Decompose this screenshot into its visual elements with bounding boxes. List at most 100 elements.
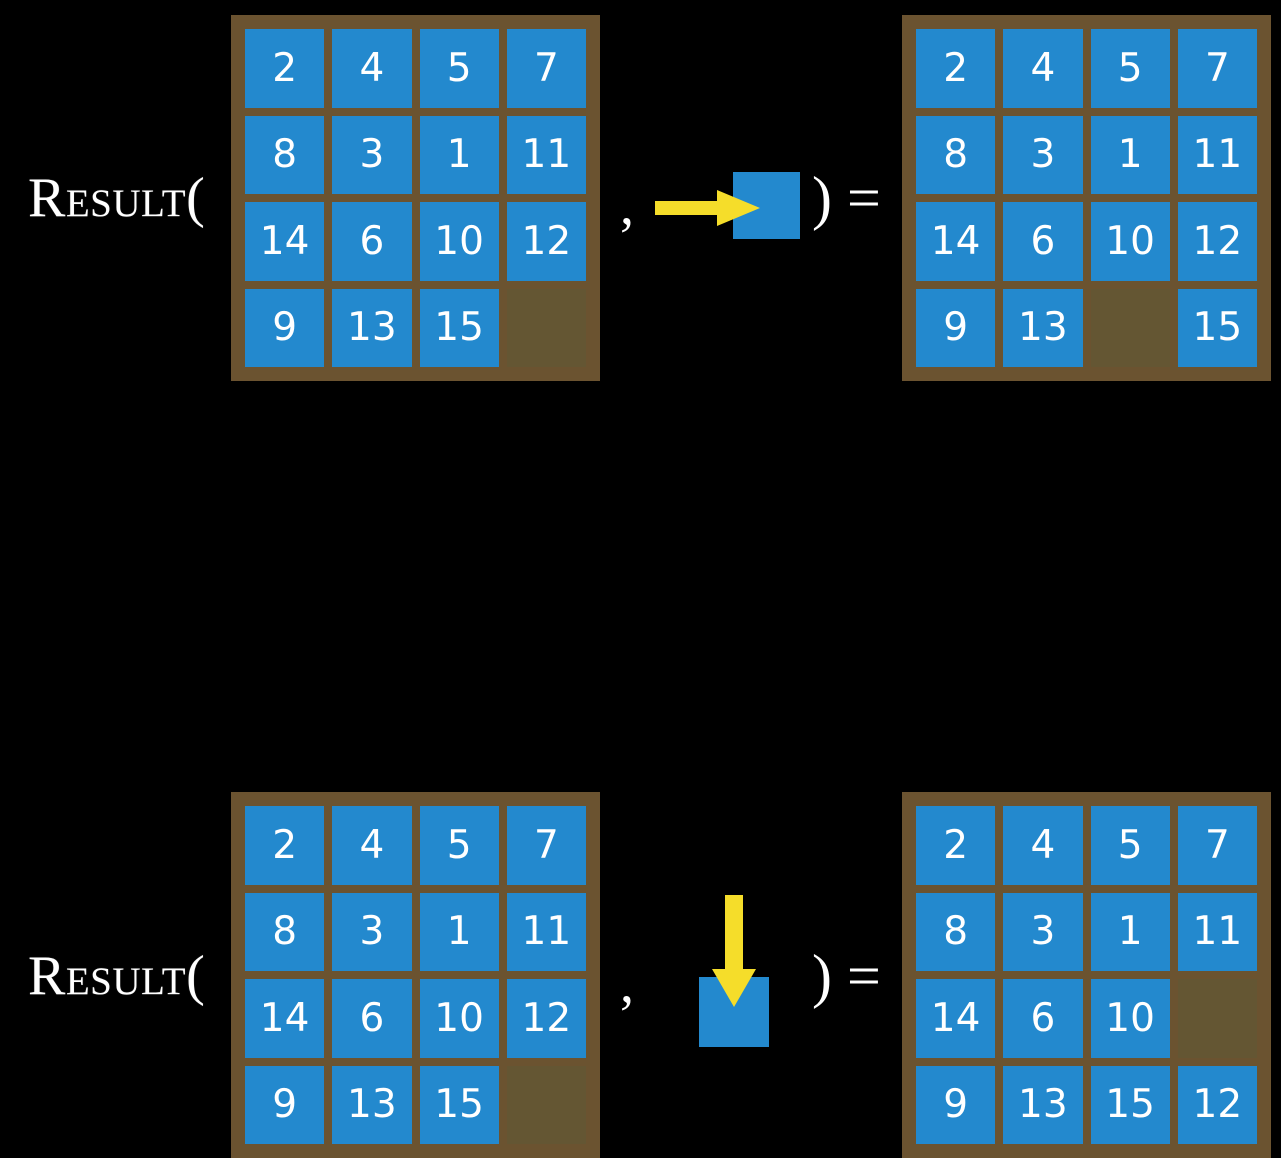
puzzle-tile[interactable]: 7 (506, 806, 586, 885)
puzzle-tile[interactable]: 5 (419, 29, 499, 108)
puzzle-tile[interactable]: 5 (1090, 806, 1170, 885)
puzzle-tile[interactable]: 3 (1003, 115, 1083, 194)
puzzle-tile[interactable]: 5 (419, 806, 499, 885)
puzzle-tile[interactable]: 2 (916, 806, 996, 885)
puzzle-tile[interactable]: 1 (1090, 115, 1170, 194)
puzzle-tile[interactable]: 10 (1090, 979, 1170, 1058)
puzzle-tile[interactable]: 13 (332, 1065, 412, 1144)
puzzle-tile[interactable]: 15 (419, 288, 499, 367)
puzzle-tile[interactable]: 4 (332, 806, 412, 885)
puzzle-tile-number: 4 (332, 29, 412, 108)
puzzle-tile-number: 3 (332, 115, 412, 194)
puzzle-tile[interactable]: 3 (332, 892, 412, 971)
puzzle-tile-number: 9 (245, 1065, 325, 1144)
puzzle-tile-number: 13 (332, 1065, 412, 1144)
puzzle-tile[interactable]: 12 (506, 202, 586, 281)
puzzle-tile[interactable]: 11 (506, 115, 586, 194)
puzzle-tile[interactable]: 14 (916, 202, 996, 281)
puzzle-tile-number: 8 (916, 115, 996, 194)
puzzle-tile-number: 5 (419, 806, 499, 885)
puzzle-tile[interactable]: 4 (332, 29, 412, 108)
puzzle-tile[interactable]: 10 (1090, 202, 1170, 281)
puzzle-tile[interactable]: 9 (245, 288, 325, 367)
puzzle-empty-slot (506, 288, 586, 367)
puzzle-empty-slot (1177, 979, 1257, 1058)
puzzle-tile-number: 1 (1090, 115, 1170, 194)
puzzle-tile-number: 10 (1090, 202, 1170, 281)
puzzle-tile[interactable]: 7 (506, 29, 586, 108)
puzzle-tile[interactable]: 15 (1090, 1065, 1170, 1144)
puzzle-tile[interactable]: 11 (1177, 115, 1257, 194)
argument-separator-comma-row2: , (620, 953, 634, 1015)
puzzle-tile-number: 10 (1090, 979, 1170, 1058)
puzzle-tile-number: 15 (1090, 1065, 1170, 1144)
puzzle-tile-number: 14 (916, 202, 996, 281)
puzzle-tile[interactable]: 3 (332, 115, 412, 194)
puzzle-tile-number: 6 (1003, 979, 1083, 1058)
puzzle-tile[interactable]: 15 (1177, 288, 1257, 367)
closing-paren-equals-row1: ) = (812, 165, 881, 231)
puzzle-tile-number: 4 (332, 806, 412, 885)
puzzle-tile[interactable]: 8 (245, 892, 325, 971)
puzzle-tile[interactable]: 8 (245, 115, 325, 194)
puzzle-tile-number: 9 (245, 288, 325, 367)
puzzle-tile-number: 6 (1003, 202, 1083, 281)
puzzle-tile[interactable]: 2 (916, 29, 996, 108)
puzzle-tile[interactable]: 8 (916, 115, 996, 194)
closing-paren-equals-row2: ) = (812, 943, 881, 1009)
puzzle-tile-number: 11 (1177, 892, 1257, 971)
puzzle-tile[interactable]: 1 (419, 115, 499, 194)
puzzle-tile[interactable]: 2 (245, 29, 325, 108)
puzzle-tile[interactable]: 1 (419, 892, 499, 971)
puzzle-tile[interactable]: 4 (1003, 806, 1083, 885)
puzzle-tile[interactable]: 14 (245, 202, 325, 281)
puzzle-tile[interactable]: 6 (332, 979, 412, 1058)
puzzle-tile[interactable]: 5 (1090, 29, 1170, 108)
puzzle-tile[interactable]: 11 (506, 892, 586, 971)
puzzle-tile-number: 12 (1177, 202, 1257, 281)
puzzle-tile[interactable]: 7 (1177, 29, 1257, 108)
puzzle-tile[interactable]: 12 (1177, 202, 1257, 281)
puzzle-tile[interactable]: 7 (1177, 806, 1257, 885)
puzzle-tile-number: 4 (1003, 29, 1083, 108)
puzzle-tile[interactable]: 10 (419, 202, 499, 281)
puzzle-tile-number: 1 (419, 115, 499, 194)
puzzle-tile-number: 7 (1177, 29, 1257, 108)
puzzle-tile[interactable]: 13 (332, 288, 412, 367)
puzzle-tile[interactable]: 12 (1177, 1065, 1257, 1144)
puzzle-tile-number: 13 (332, 288, 412, 367)
puzzle-tile-number: 3 (332, 892, 412, 971)
puzzle-tile[interactable]: 13 (1003, 288, 1083, 367)
puzzle-tile-number: 13 (1003, 288, 1083, 367)
puzzle-tile[interactable]: 9 (916, 1065, 996, 1144)
puzzle-tile[interactable]: 3 (1003, 892, 1083, 971)
puzzle-tile-number: 7 (506, 29, 586, 108)
puzzle-tile[interactable]: 8 (916, 892, 996, 971)
puzzle-tile-number: 9 (916, 1065, 996, 1144)
puzzle-tile[interactable]: 10 (419, 979, 499, 1058)
puzzle-tile[interactable]: 9 (245, 1065, 325, 1144)
puzzle-tile-number: 7 (1177, 806, 1257, 885)
result-function-label-row2: Result( (28, 945, 206, 1007)
puzzle-tile[interactable]: 14 (245, 979, 325, 1058)
puzzle-tile[interactable]: 14 (916, 979, 996, 1058)
puzzle-tile[interactable]: 6 (1003, 979, 1083, 1058)
puzzle-tile[interactable]: 12 (506, 979, 586, 1058)
puzzle-tile-number: 1 (419, 892, 499, 971)
puzzle-tile[interactable]: 2 (245, 806, 325, 885)
puzzle-tile-number: 5 (419, 29, 499, 108)
puzzle-tile[interactable]: 6 (332, 202, 412, 281)
puzzle-tile[interactable]: 4 (1003, 29, 1083, 108)
puzzle-tile-number: 14 (916, 979, 996, 1058)
puzzle-tile[interactable]: 15 (419, 1065, 499, 1144)
puzzle-tile-number: 3 (1003, 892, 1083, 971)
puzzle-tile-number: 9 (916, 288, 996, 367)
puzzle-tile[interactable]: 13 (1003, 1065, 1083, 1144)
puzzle-tile[interactable]: 9 (916, 288, 996, 367)
puzzle-tile[interactable]: 1 (1090, 892, 1170, 971)
puzzle-tile[interactable]: 11 (1177, 892, 1257, 971)
puzzle-tile[interactable]: 6 (1003, 202, 1083, 281)
